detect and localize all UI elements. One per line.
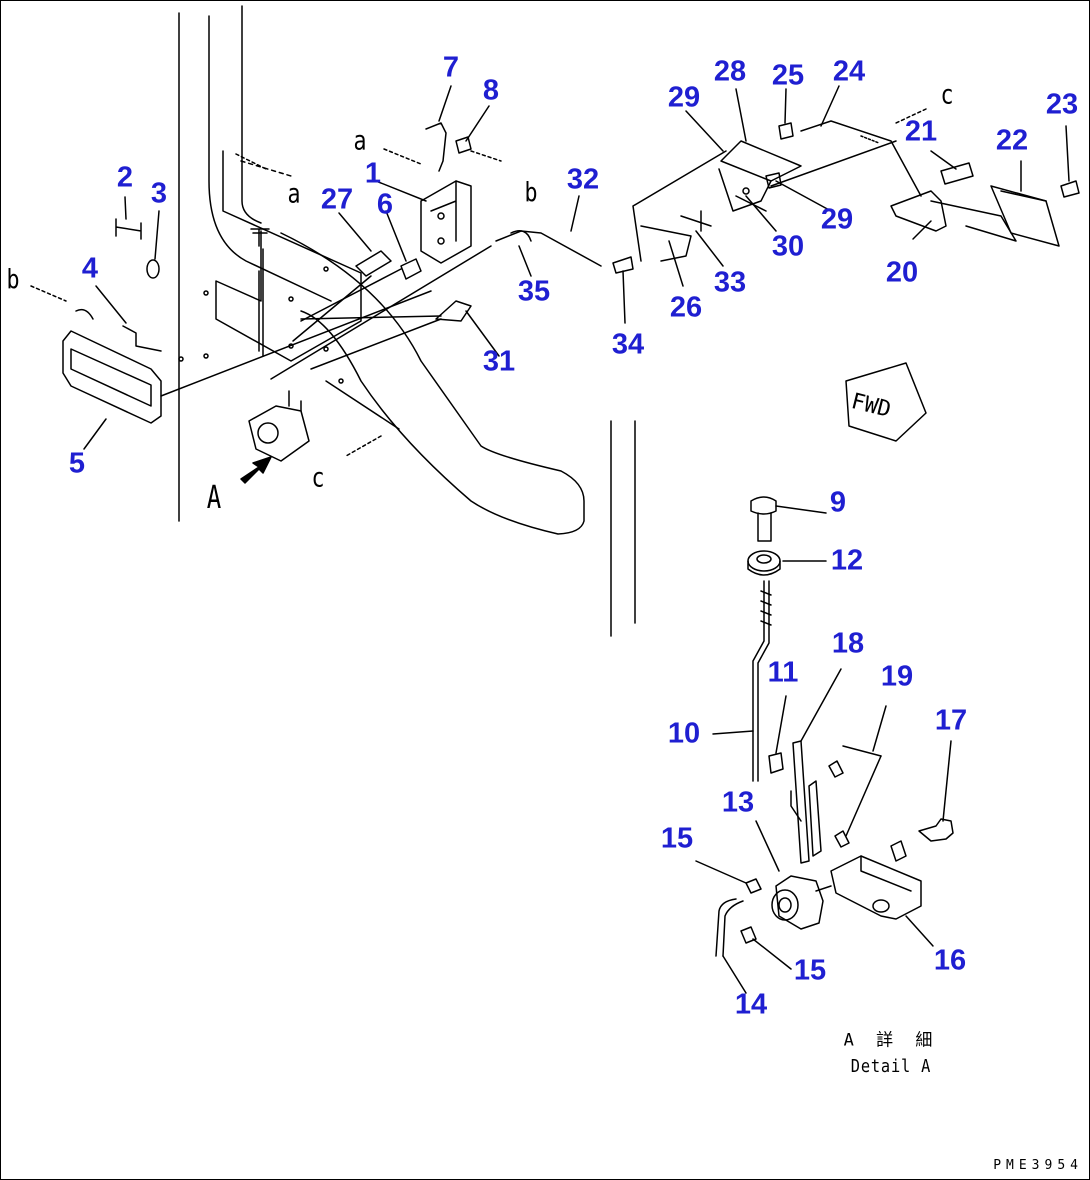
- ref-mark-b-right: b: [524, 177, 538, 209]
- callout-28: 28: [713, 55, 747, 88]
- callout-35: 35: [517, 275, 551, 308]
- callout-33: 33: [713, 266, 747, 299]
- callout-4: 4: [81, 252, 99, 285]
- callout-29: 29: [667, 81, 701, 114]
- callout-29-second: 29: [820, 203, 854, 236]
- callout-19: 19: [880, 660, 914, 693]
- callout-2: 2: [116, 161, 134, 194]
- callout-22: 22: [995, 124, 1029, 157]
- callout-12: 12: [830, 544, 864, 577]
- callout-5: 5: [68, 447, 86, 480]
- ref-mark-c-lower: c: [311, 462, 325, 494]
- callout-14: 14: [734, 988, 768, 1021]
- callout-24: 24: [832, 55, 866, 88]
- ref-mark-a-upper: a: [353, 125, 367, 157]
- callout-9: 9: [829, 486, 847, 519]
- drawing-code: PME3954: [993, 1158, 1083, 1173]
- callout-1: 1: [364, 157, 382, 190]
- view-mark-a: A: [206, 478, 222, 516]
- callout-3: 3: [150, 177, 168, 210]
- callout-20: 20: [885, 256, 919, 289]
- callout-25: 25: [771, 59, 805, 92]
- callout-30: 30: [771, 230, 805, 263]
- detail-label-english: Detail A: [850, 1056, 932, 1077]
- callout-8: 8: [482, 74, 500, 107]
- callout-17: 17: [934, 704, 968, 737]
- callout-32: 32: [566, 163, 600, 196]
- ref-mark-c-upper: c: [940, 79, 954, 111]
- callout-13: 13: [721, 786, 755, 819]
- callout-26: 26: [669, 291, 703, 324]
- callout-23: 23: [1045, 88, 1079, 121]
- callout-18: 18: [831, 627, 865, 660]
- callout-16: 16: [933, 944, 967, 977]
- ref-mark-a-left: a: [287, 178, 301, 210]
- callout-15-second: 15: [793, 954, 827, 987]
- callout-10: 10: [667, 717, 701, 750]
- callout-34: 34: [611, 328, 645, 361]
- callout-27: 27: [320, 183, 354, 216]
- callout-15: 15: [660, 822, 694, 855]
- ref-mark-b-left: b: [6, 264, 20, 296]
- callout-31: 31: [482, 345, 516, 378]
- callout-7: 7: [442, 51, 460, 84]
- callout-21: 21: [904, 115, 938, 148]
- callout-11: 11: [767, 656, 799, 689]
- callout-6: 6: [376, 188, 394, 221]
- detail-label-japanese: A 詳 細: [843, 1030, 939, 1051]
